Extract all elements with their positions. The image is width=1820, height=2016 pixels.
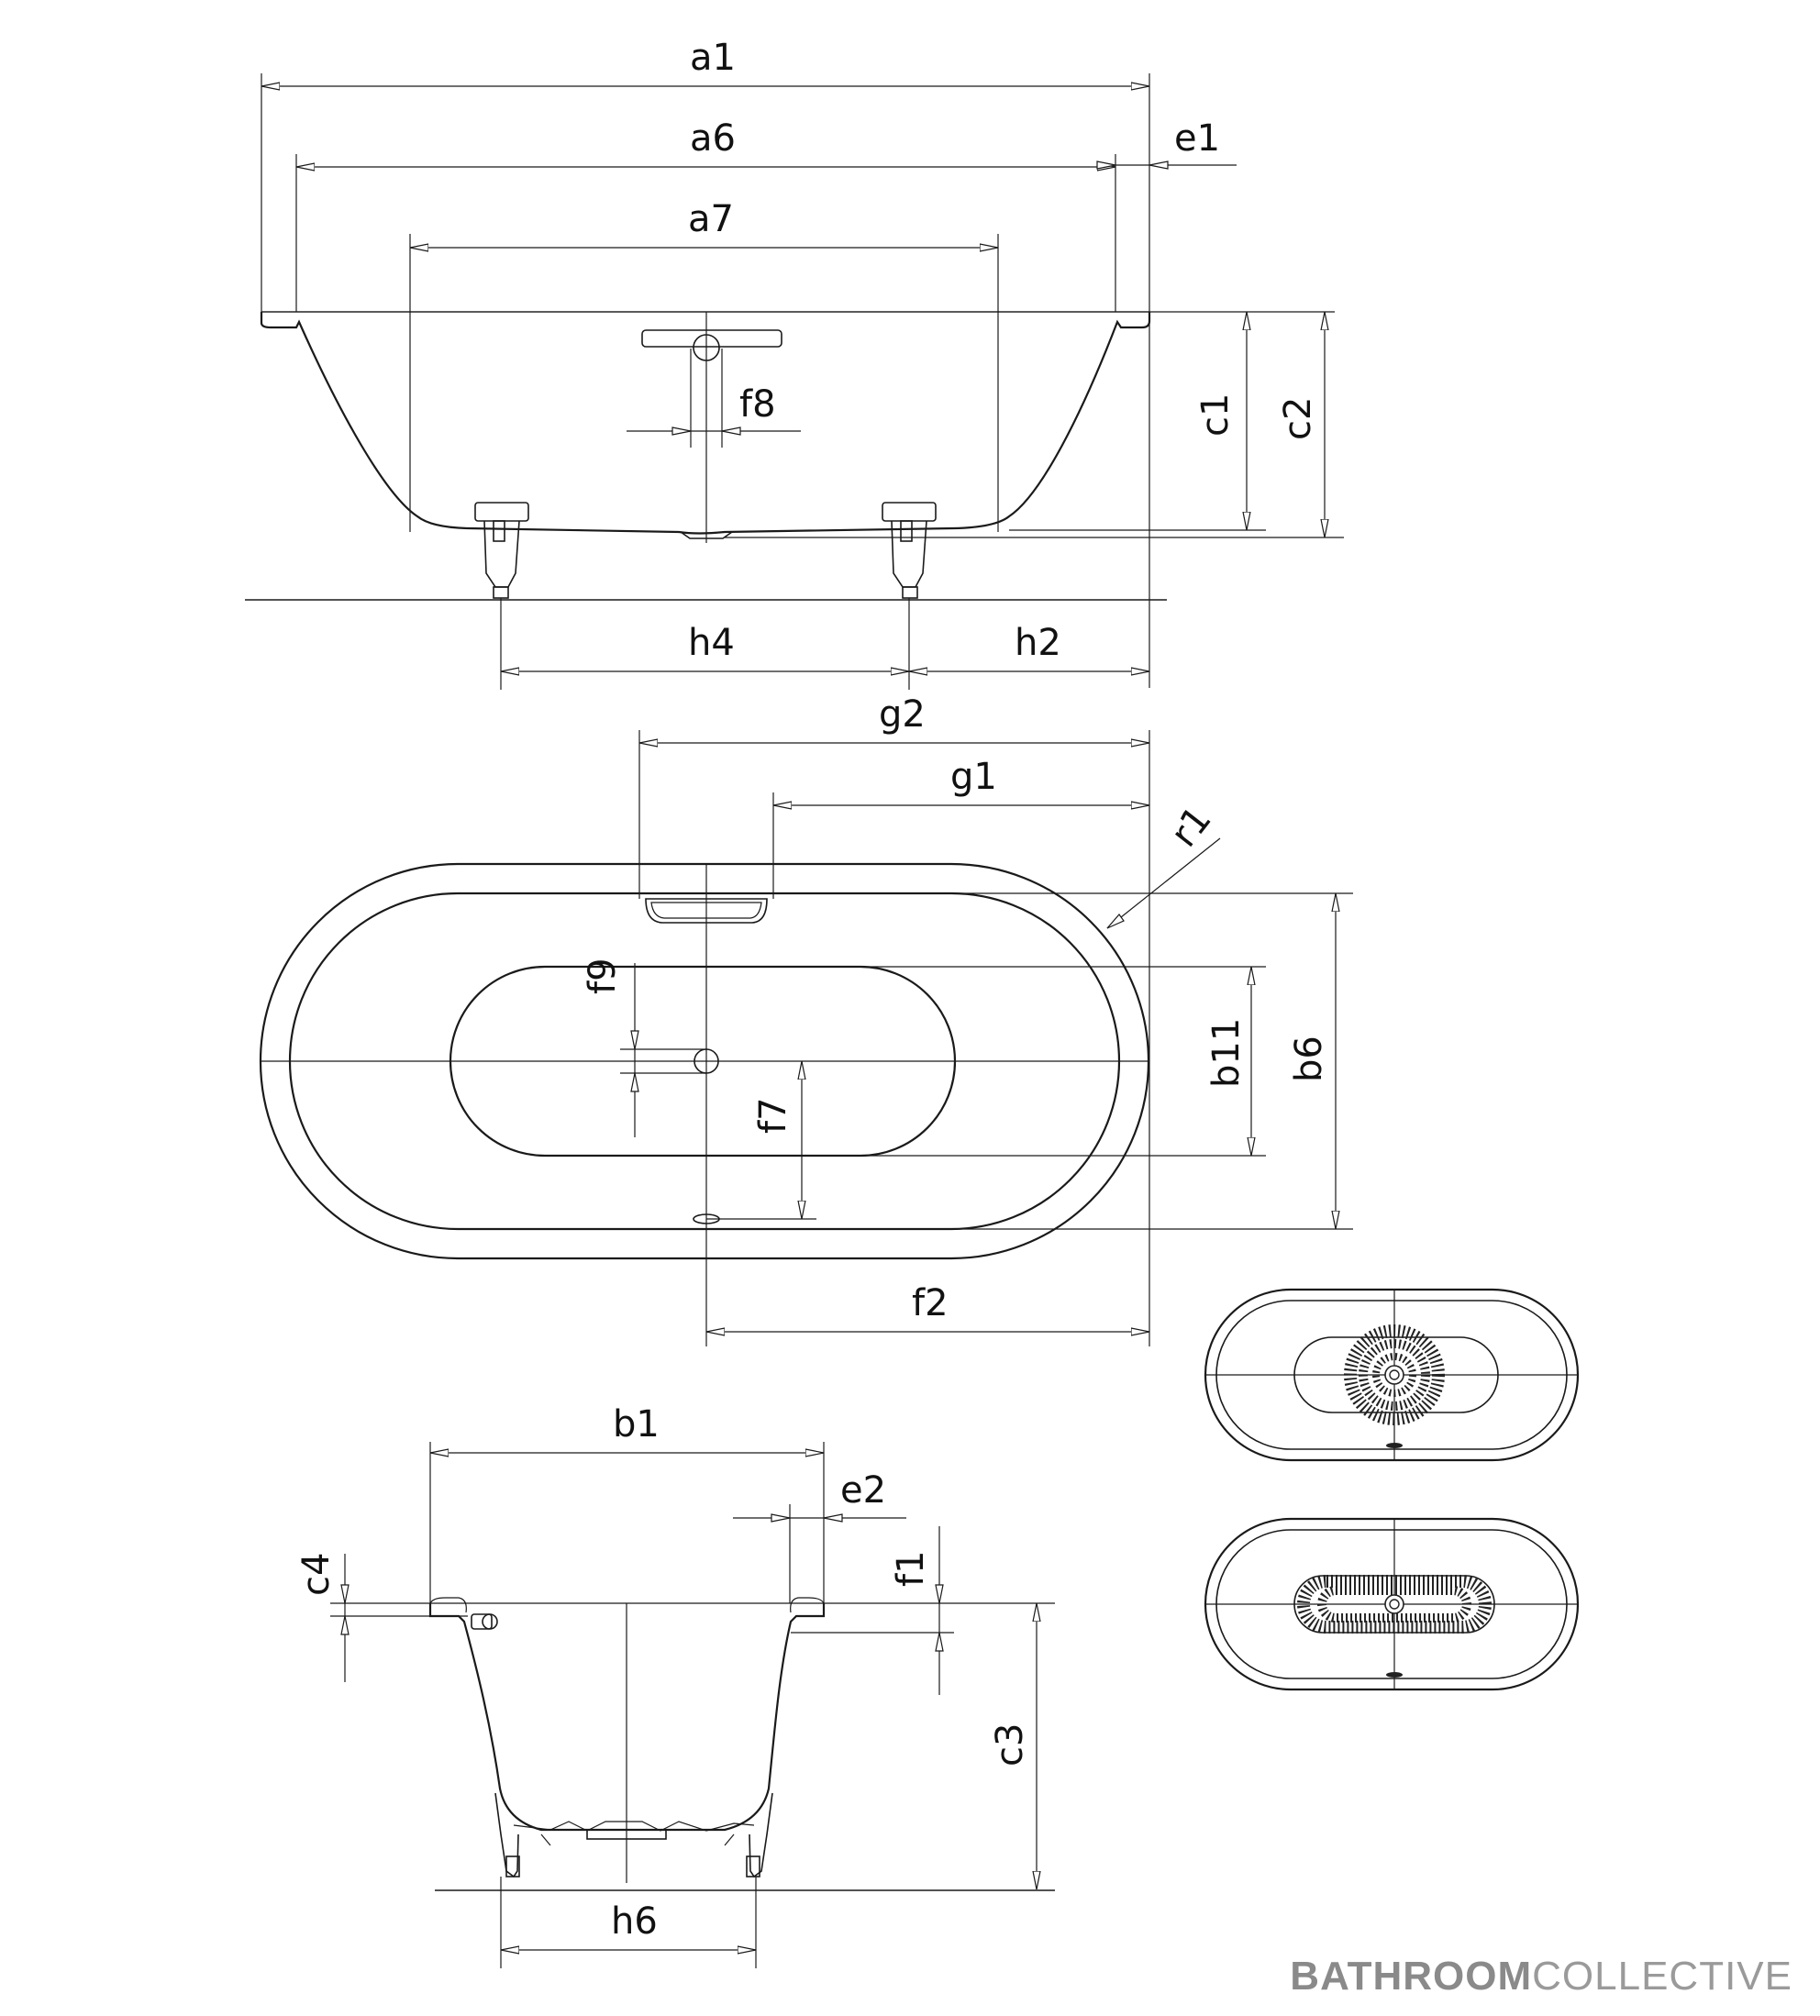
label-f1: f1	[890, 1550, 932, 1587]
feet-end-view	[494, 1792, 773, 1878]
label-c1: c1	[1194, 393, 1237, 437]
brand-logo: BATHROOMCOLLECTIVE	[1290, 1954, 1792, 1999]
label-c3: c3	[989, 1723, 1031, 1767]
label-b6: b6	[1288, 1036, 1330, 1082]
label-a7: a7	[688, 198, 734, 240]
brand-logo-bold: BATHROOM	[1290, 1954, 1533, 1999]
label-h6: h6	[611, 1900, 658, 1943]
leg-right	[882, 502, 937, 599]
overflow-plate-plan	[645, 898, 768, 924]
label-f7: f7	[752, 1097, 794, 1134]
variant-oval-jets	[1204, 1517, 1580, 1691]
label-g1: g1	[950, 756, 997, 798]
oval-jet-pattern	[1297, 1575, 1492, 1634]
brand-logo-light: COLLECTIVE	[1532, 1954, 1792, 1999]
label-f8: f8	[739, 383, 776, 426]
label-f2: f2	[912, 1282, 949, 1324]
label-h2: h2	[1015, 622, 1061, 664]
label-e1: e1	[1174, 117, 1220, 160]
label-b1: b1	[613, 1403, 660, 1446]
label-c4: c4	[295, 1553, 338, 1596]
tub-outer-rim	[259, 862, 1150, 1260]
label-a6: a6	[690, 117, 736, 160]
overflow-plate	[641, 329, 782, 348]
end-view: b1 e2 c4 f1 c3 h6	[295, 1403, 1055, 1968]
label-c2: c2	[1277, 397, 1319, 440]
label-e2: e2	[840, 1469, 886, 1512]
label-b11: b11	[1205, 1018, 1248, 1088]
tub-side-profile	[260, 312, 1151, 535]
label-g2: g2	[879, 693, 926, 736]
label-r1: r1	[1163, 799, 1220, 855]
plan-view: g2 g1 r1 f9 f7 b11 b6 f2	[259, 693, 1353, 1346]
label-h4: h4	[688, 622, 735, 664]
overflow-pipe	[471, 1613, 493, 1630]
round-jet-pattern	[1344, 1324, 1445, 1425]
leg-left	[474, 502, 529, 599]
side-view: a1 a6 e1 a7 f8 c1 c2 h4 h2	[245, 37, 1344, 690]
label-a1: a1	[690, 37, 736, 79]
variant-round-jets	[1204, 1288, 1580, 1462]
label-f9: f9	[582, 958, 624, 994]
